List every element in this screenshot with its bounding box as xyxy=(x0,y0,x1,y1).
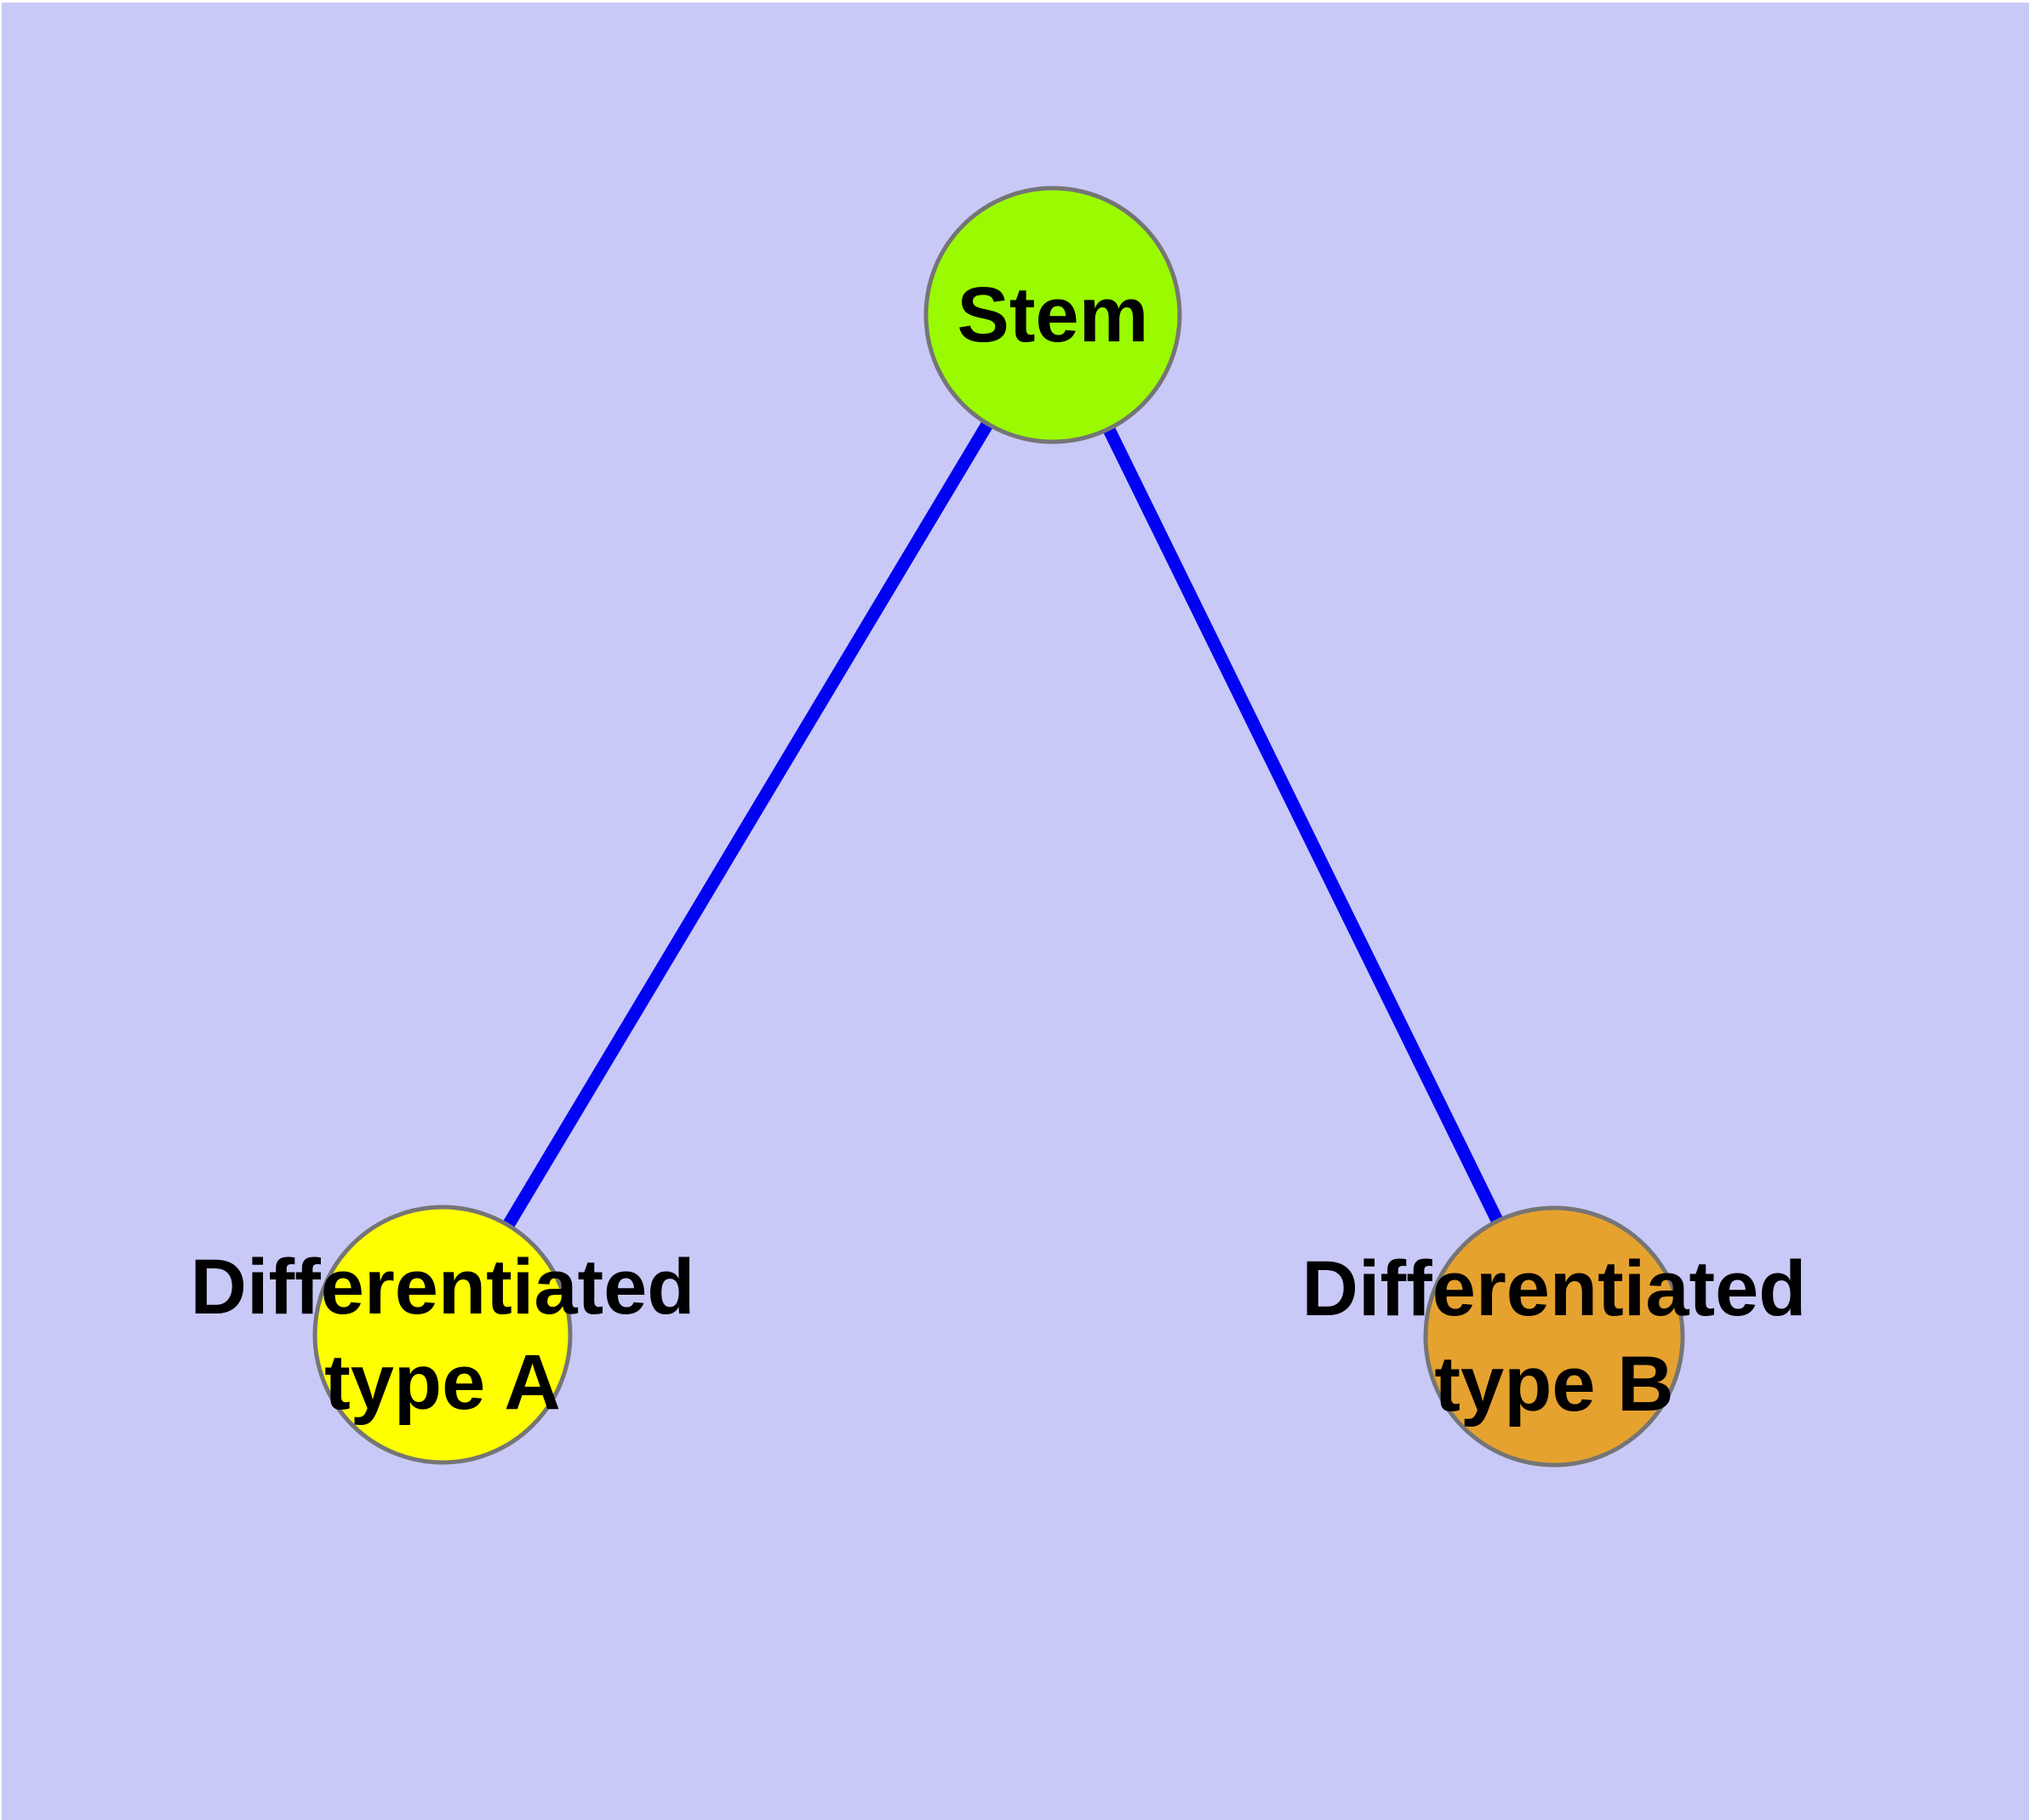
node-stem-circle xyxy=(923,186,1182,444)
edge-stem-to-differentiated-type-b xyxy=(1047,312,1560,1340)
edge-stem-to-differentiated-type-a xyxy=(437,312,1059,1338)
node-differentiated-type-b-circle xyxy=(1423,1205,1685,1468)
node-differentiated-type-a-circle xyxy=(312,1205,573,1465)
